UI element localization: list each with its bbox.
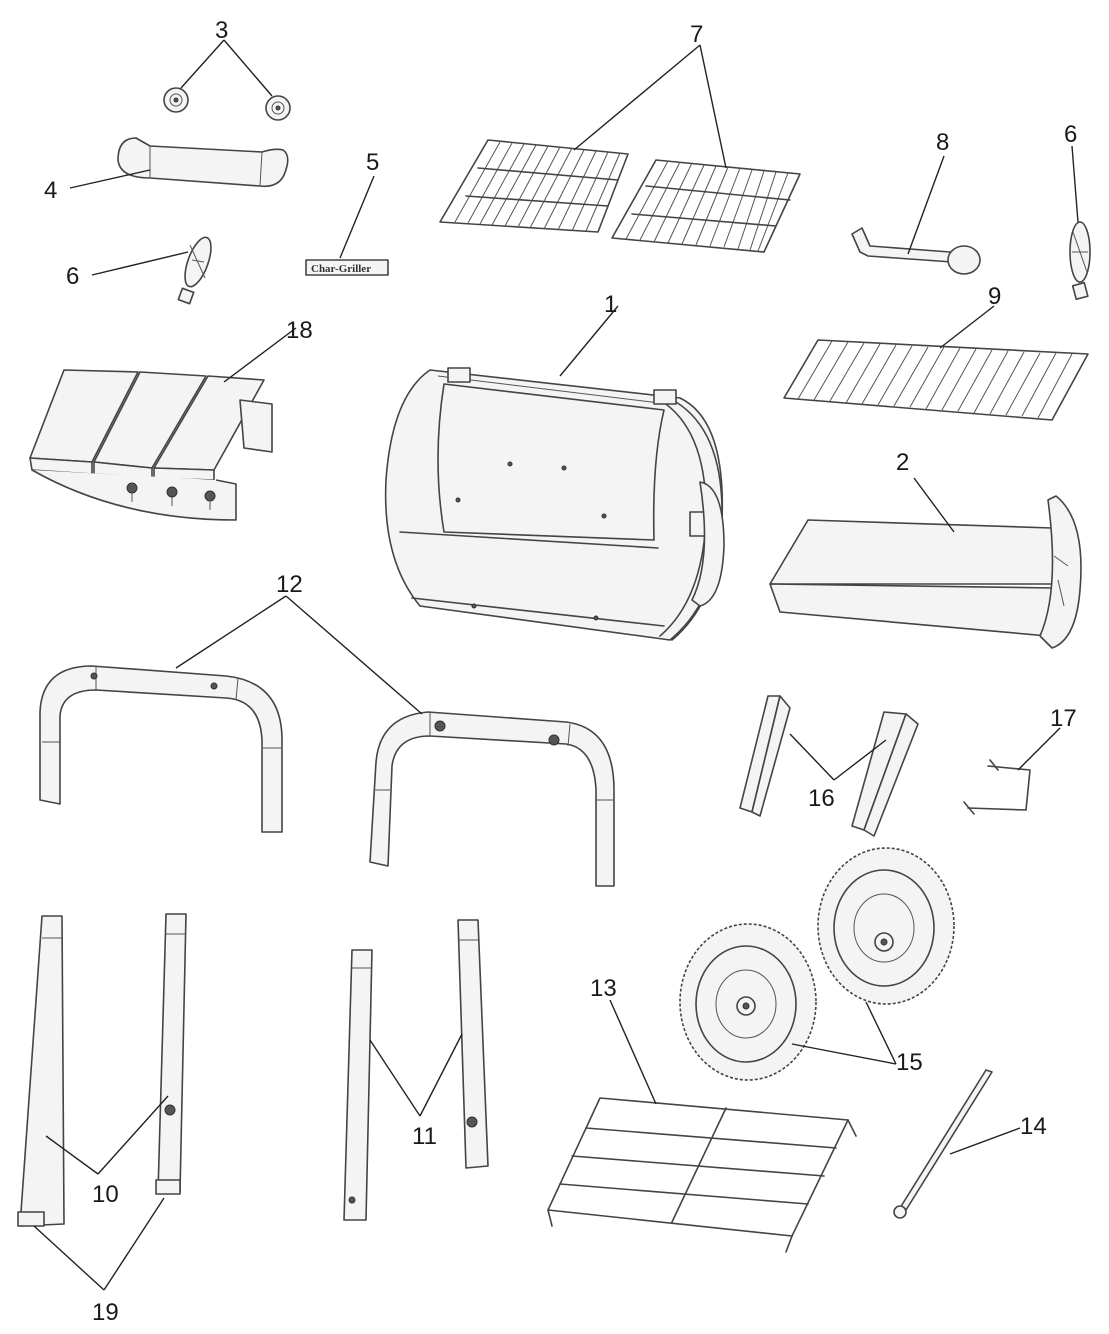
label-13: 13 [590,975,617,1002]
label-1: 1 [604,291,617,318]
pan-brackets [739,695,919,837]
label-16: 16 [808,785,835,812]
charcoal-pan [769,495,1082,649]
cooking-grate-left [439,139,629,233]
damper-right [1069,221,1091,301]
bottom-shelf [547,1097,857,1253]
label-7: 7 [690,21,703,48]
lid-handle [117,137,289,188]
label-4: 4 [44,177,57,204]
label-8: 8 [936,129,949,156]
wheel-back [817,847,955,1005]
label-6-right: 6 [1064,121,1077,148]
label-14: 14 [1020,1113,1047,1140]
ash-tool [851,227,981,275]
label-15: 15 [896,1049,923,1076]
label-3: 3 [215,17,228,44]
warming-rack [783,339,1089,421]
axle-rod [893,1069,993,1219]
label-5: 5 [366,149,379,176]
damper-left [177,236,212,305]
label-11: 11 [412,1123,437,1150]
axle-bracket [963,759,1031,815]
label-12: 12 [276,571,303,598]
label-9: 9 [988,283,1001,310]
label-18: 18 [286,317,313,344]
logo-badge: Char-Griller [305,259,389,276]
label-17: 17 [1050,705,1077,732]
label-10: 10 [92,1181,119,1208]
knob-pair [163,87,291,121]
wheel-front [679,923,817,1081]
leg-pair-11 [343,919,489,1221]
grill-barrel [384,367,725,641]
label-6-left: 6 [66,263,79,290]
side-shelf [29,369,273,521]
label-19: 19 [92,1299,119,1326]
leg-frame-right [369,711,615,887]
leg-frame-left [39,665,283,833]
leg-pair-10 [17,913,187,1227]
cooking-grate-right [611,159,801,253]
label-2: 2 [896,449,909,476]
logo-text: Char-Griller [311,263,371,275]
